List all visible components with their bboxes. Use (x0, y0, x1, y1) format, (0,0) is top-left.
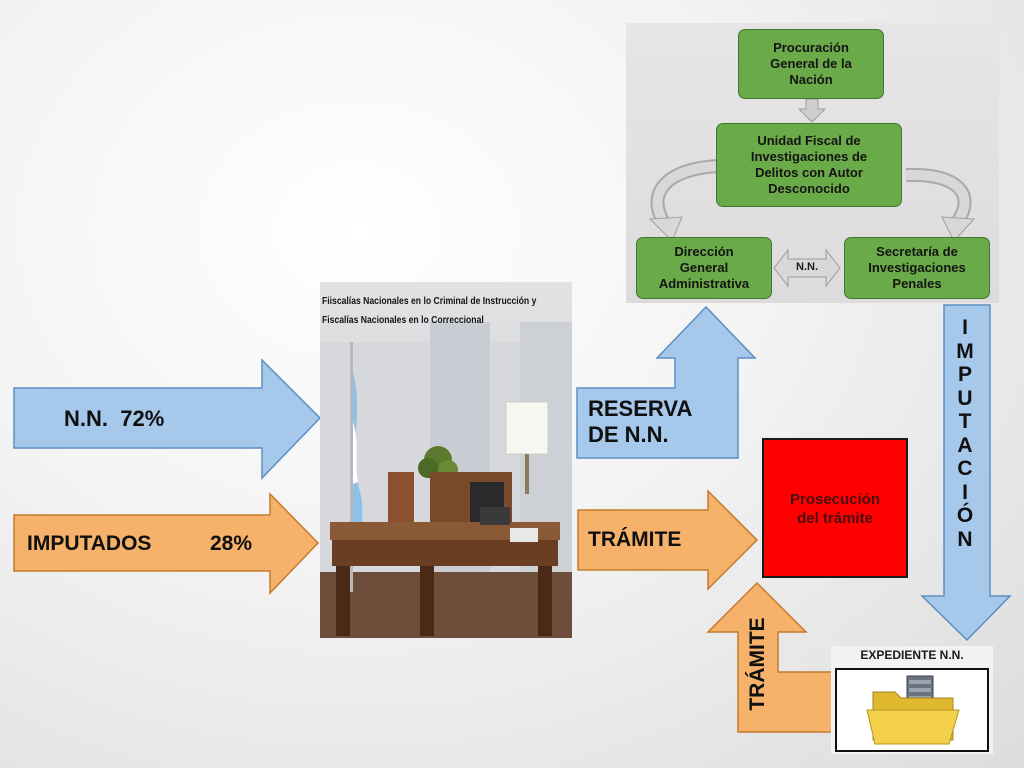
nn-arrow (13, 358, 322, 480)
direccion-box: Dirección General Administrativa (636, 237, 772, 299)
imputacion-letter: T (958, 410, 972, 433)
org-connectors (648, 98, 976, 288)
imputacion-arrow (920, 304, 1012, 642)
expediente-title: EXPEDIENTE N.N. (860, 648, 964, 662)
unidad-fiscal-box: Unidad Fiscal de Investigaciones de Deli… (716, 123, 902, 207)
tramite-arrow (577, 489, 759, 591)
folder-icon (866, 675, 960, 745)
office-photo: Fiiscalías Nacionales en lo Criminal de … (320, 282, 572, 638)
tramite-label: TRÁMITE (588, 528, 682, 551)
imputados-arrow (13, 492, 320, 595)
imputacion-letter: M (956, 339, 974, 363)
expediente-frame (835, 668, 989, 752)
imputados-label: IMPUTADOS (27, 532, 152, 555)
office-photo-illustration (320, 322, 572, 638)
imputacion-letter: N (957, 527, 973, 551)
expediente-box: EXPEDIENTE N.N. (831, 646, 993, 754)
imputados-pct-label: 28% (210, 532, 253, 555)
reserva-label: RESERVA DE N.N. (588, 396, 693, 447)
reserva-arrow (576, 305, 757, 459)
imputacion-letter: U (957, 386, 973, 410)
prosecucion-box: Prosecución del trámite (762, 438, 908, 578)
imputacion-letter: I (962, 480, 968, 504)
procuracion-box: Procuración General de la Nación (738, 29, 884, 99)
tramite-vertical-label: TRÁMITE (746, 617, 769, 711)
nn-link-label: N.N. (796, 261, 818, 273)
prosecucion-label: Prosecución del trámite (789, 491, 881, 527)
org-chart-panel: Procuración General de la Nación Unidad … (626, 23, 999, 303)
imputacion-letter: A (957, 433, 973, 457)
photo-caption: Fiiscalías Nacionales en lo Criminal de … (322, 295, 537, 326)
tramite-up-arrow (706, 581, 836, 733)
nn-label: N.N. 72% (64, 406, 165, 431)
imputacion-letter: C (957, 457, 973, 480)
imputacion-letter: P (957, 363, 972, 386)
imputacion-letter: Ó (956, 504, 974, 527)
imputacion-letter: I (962, 316, 968, 339)
secretaria-box: Secretaría de Investigaciones Penales (844, 237, 990, 299)
